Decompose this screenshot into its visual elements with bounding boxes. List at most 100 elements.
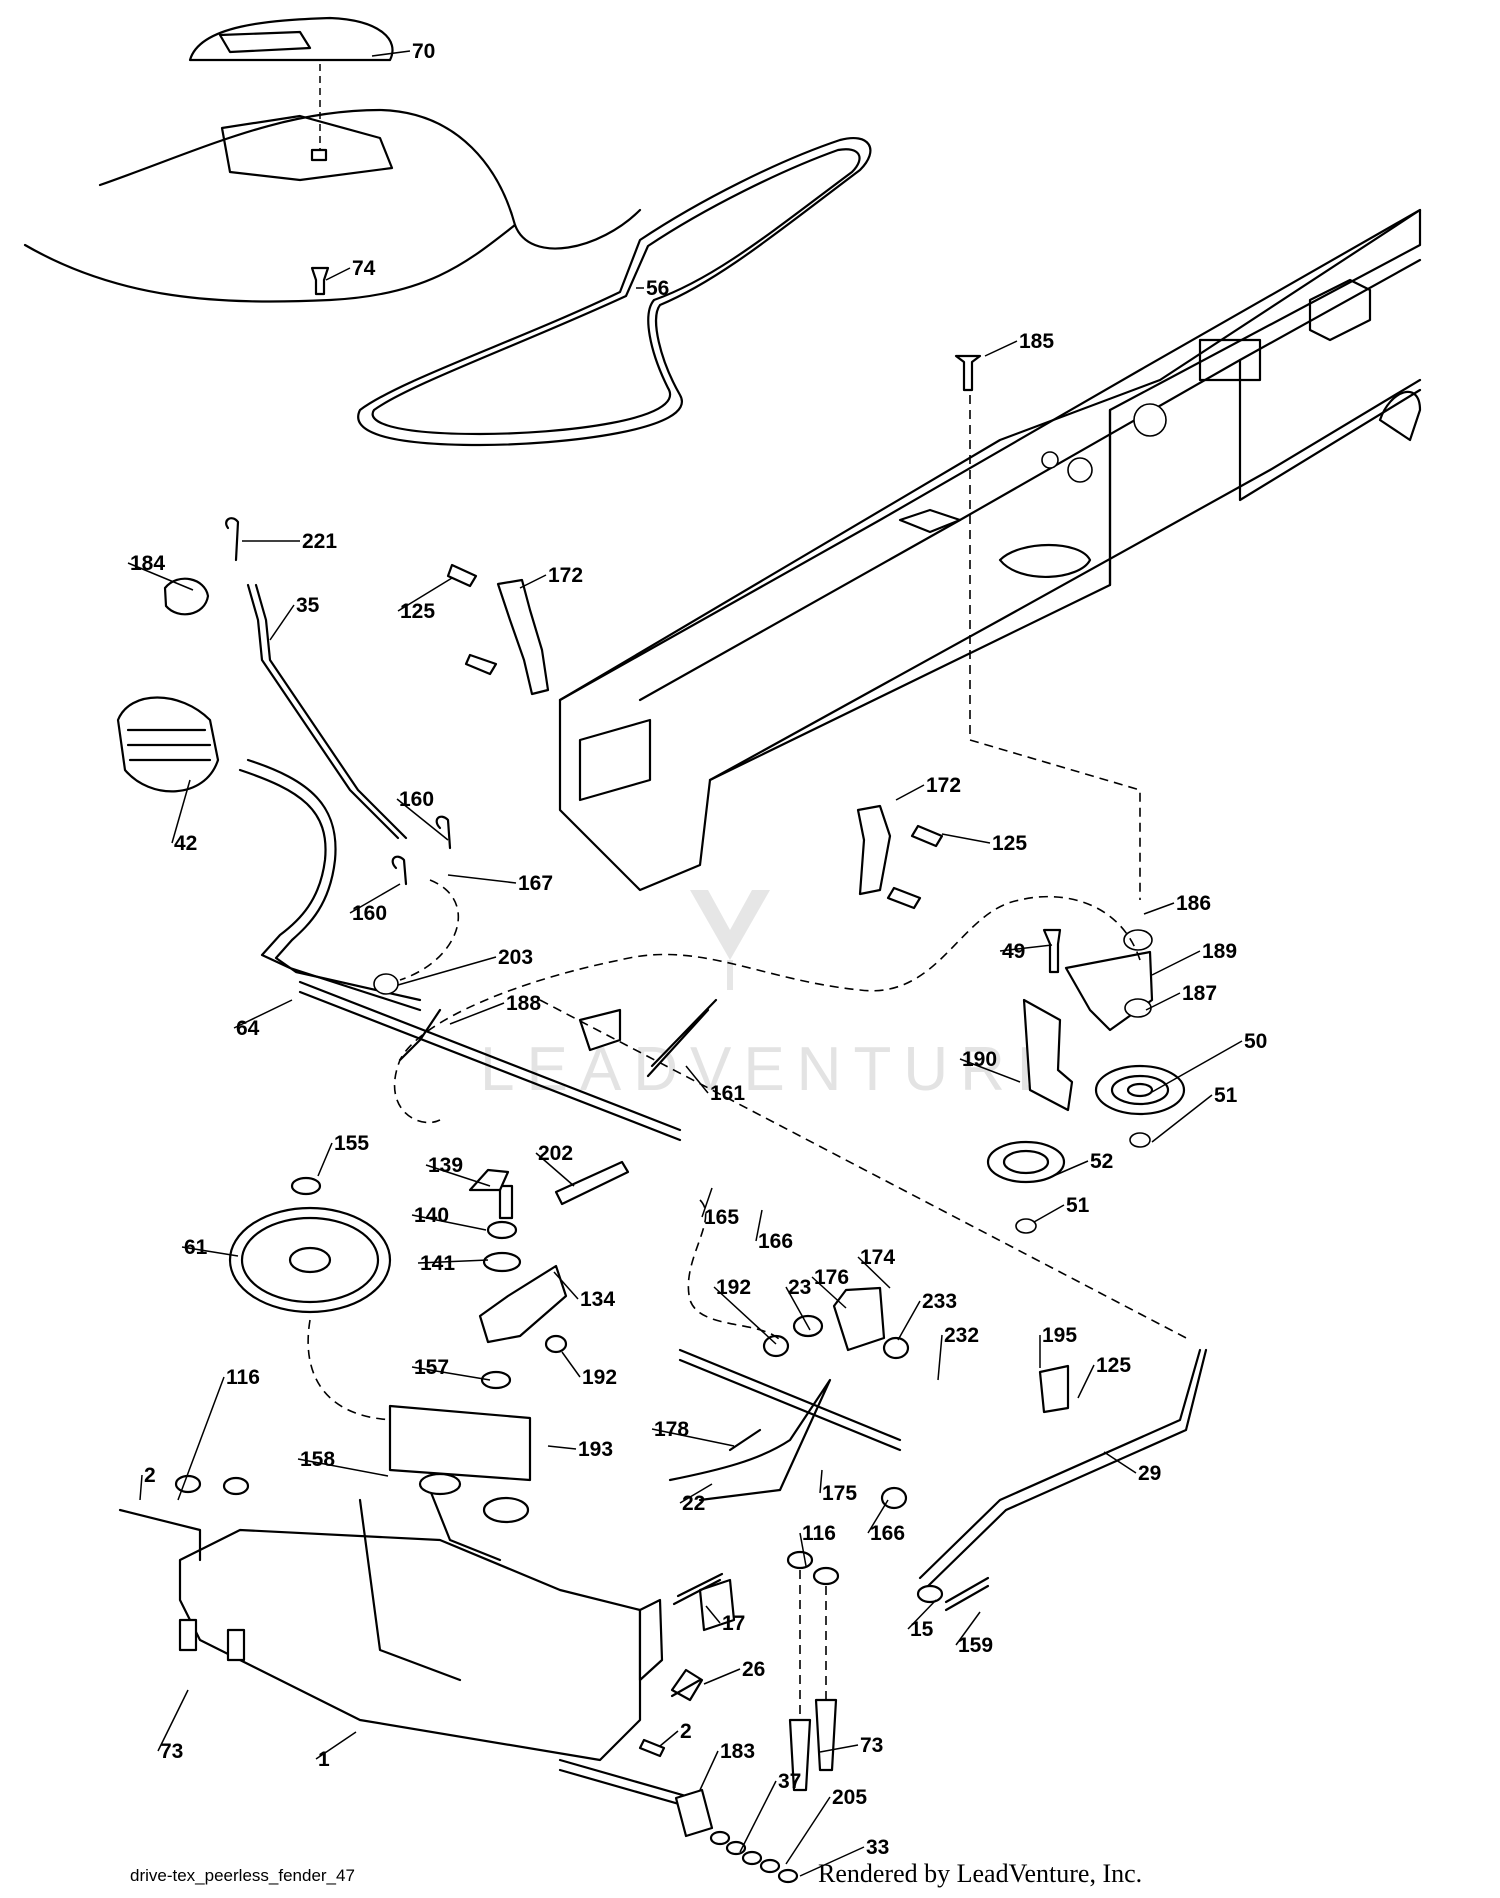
callout-label: 2 xyxy=(680,1720,692,1743)
callout-160: 160 xyxy=(349,883,401,925)
callout-label: 26 xyxy=(742,1658,765,1681)
callout-leader xyxy=(1043,1160,1089,1181)
callout-leader xyxy=(703,1668,741,1685)
callout-label: 233 xyxy=(922,1290,957,1313)
callout-label: 125 xyxy=(1096,1354,1131,1377)
callout-label: 174 xyxy=(860,1246,895,1269)
callout-232: 232 xyxy=(937,1324,979,1381)
callout-label: 17 xyxy=(722,1612,745,1635)
callout-202: 202 xyxy=(535,1142,575,1187)
callout-label: 23 xyxy=(788,1276,811,1299)
callout-label: 15 xyxy=(910,1618,934,1641)
callout-leader xyxy=(959,1058,1021,1083)
callout-125: 125 xyxy=(1077,1354,1131,1399)
callout-leader xyxy=(233,999,293,1029)
callout-leader xyxy=(269,604,295,641)
callout-leader xyxy=(955,1611,981,1646)
callout-label: 157 xyxy=(414,1356,449,1379)
callout-195: 195 xyxy=(1039,1324,1077,1368)
callout-label: 202 xyxy=(538,1142,573,1165)
frame-brackets xyxy=(446,354,982,910)
callout-label: 33 xyxy=(866,1836,889,1859)
callout-label: 167 xyxy=(518,872,553,895)
callout-leader xyxy=(1151,950,1201,976)
callout-label: 221 xyxy=(302,530,337,553)
callout-leader xyxy=(315,1731,357,1760)
callout-125: 125 xyxy=(397,577,453,623)
callout-label: 51 xyxy=(1214,1084,1238,1107)
callout-label: 74 xyxy=(352,257,376,280)
callout-leader xyxy=(139,1474,143,1501)
idler-pulley-assembly xyxy=(393,895,1186,1234)
callout-label: 160 xyxy=(352,902,387,925)
callout-116: 116 xyxy=(799,1522,836,1567)
callout-label: 125 xyxy=(992,832,1027,855)
callout-140: 140 xyxy=(411,1204,487,1231)
callout-165: 165 xyxy=(701,1187,739,1229)
callout-leader xyxy=(701,1187,713,1218)
callout-leader xyxy=(349,883,401,914)
callout-label: 116 xyxy=(802,1522,836,1545)
transaxle xyxy=(118,1472,736,1812)
callout-187: 187 xyxy=(1145,982,1217,1011)
callout-50: 50 xyxy=(1151,1030,1267,1093)
callout-178: 178 xyxy=(651,1418,735,1447)
callout-leader xyxy=(699,1750,719,1791)
lower-hardware xyxy=(638,1550,990,1884)
callout-17: 17 xyxy=(705,1605,745,1635)
callout-label: 42 xyxy=(174,832,197,855)
callout-leader xyxy=(1077,1364,1095,1399)
callout-70: 70 xyxy=(371,40,435,63)
callout-172: 172 xyxy=(895,774,961,801)
callout-label: 192 xyxy=(716,1276,751,1299)
callout-label: 183 xyxy=(720,1740,755,1763)
callout-leader xyxy=(907,1599,937,1630)
callout-26: 26 xyxy=(703,1658,765,1685)
callout-183: 183 xyxy=(699,1740,755,1791)
callout-leader xyxy=(411,1214,487,1231)
callout-label: 73 xyxy=(160,1740,183,1763)
callout-leader xyxy=(411,1366,491,1381)
callout-leader xyxy=(519,574,547,589)
callout-label: 22 xyxy=(682,1492,705,1515)
callout-label: 172 xyxy=(926,774,961,797)
callout-leader xyxy=(937,1334,943,1381)
callout-221: 221 xyxy=(242,530,337,553)
callout-125: 125 xyxy=(941,832,1027,855)
callout-192: 192 xyxy=(713,1276,777,1345)
callout-label: 178 xyxy=(654,1418,689,1441)
callout-label: 49 xyxy=(1002,940,1025,963)
callout-label: 2 xyxy=(144,1464,156,1487)
callout-label: 186 xyxy=(1176,892,1211,915)
callout-label: 61 xyxy=(184,1236,208,1259)
callout-label: 185 xyxy=(1019,330,1054,353)
callout-label: 187 xyxy=(1182,982,1217,1005)
control-linkage xyxy=(539,999,1208,1590)
callout-label: 51 xyxy=(1066,1194,1090,1217)
callout-51: 51 xyxy=(1033,1194,1090,1223)
callout-leader xyxy=(181,1246,239,1257)
callout-leader xyxy=(1103,1451,1137,1474)
callout-leader xyxy=(561,1351,581,1378)
callout-leader xyxy=(941,833,991,844)
callout-29: 29 xyxy=(1103,1451,1161,1485)
callout-leader xyxy=(397,956,497,986)
callout-leader xyxy=(127,562,194,591)
callout-leader xyxy=(819,1744,859,1753)
callout-leader xyxy=(397,577,453,612)
callout-leader xyxy=(755,1209,763,1242)
callout-label: 140 xyxy=(414,1204,449,1227)
callout-label: 165 xyxy=(704,1206,739,1229)
callout-56: 56 xyxy=(636,277,669,300)
callout-64: 64 xyxy=(233,999,293,1040)
callout-leader xyxy=(799,1532,807,1567)
callout-33: 33 xyxy=(799,1836,889,1877)
callout-label: 125 xyxy=(400,600,435,623)
brake-pedal-linkage xyxy=(116,517,682,1142)
callout-label: 155 xyxy=(334,1132,369,1155)
transmission-linkage xyxy=(228,1160,630,1482)
callout-label: 139 xyxy=(428,1154,463,1177)
callout-label: 192 xyxy=(582,1366,617,1389)
callout-label: 232 xyxy=(944,1324,979,1347)
callout-49: 49 xyxy=(999,940,1053,963)
